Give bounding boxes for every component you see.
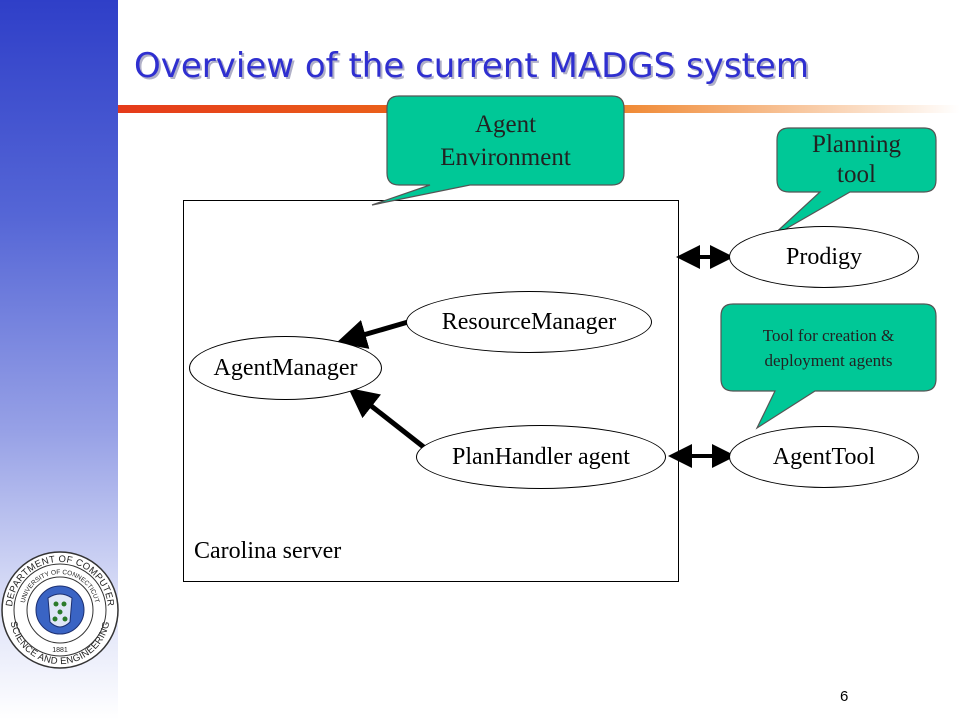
node-resource-manager: ResourceManager xyxy=(406,291,652,353)
node-agent-tool: AgentTool xyxy=(729,426,919,488)
arrow-planhandler-to-agentmanager xyxy=(348,387,432,454)
callout-line: Environment xyxy=(440,143,571,171)
callout-tool-creation-text: Tool for creation & deployment agents xyxy=(721,304,936,391)
arrow-resource-to-agentmanager xyxy=(336,319,409,349)
node-agent-manager: AgentManager xyxy=(189,336,382,400)
callout-line: Planning xyxy=(812,131,901,158)
node-prodigy: Prodigy xyxy=(729,226,919,288)
callout-line: Tool for creation & xyxy=(762,325,895,345)
page-number: 6 xyxy=(840,688,849,705)
callout-line: tool xyxy=(837,161,876,188)
university-seal-logo: DEPARTMENT OF COMPUTER SCIENCE AND ENGIN… xyxy=(1,551,119,669)
callout-planning-tool-text: Planning tool xyxy=(777,128,936,192)
callout-agent-environment-text: Agent Environment xyxy=(387,96,624,185)
node-plan-handler: PlanHandler agent xyxy=(416,425,666,489)
logo-year: 1881 xyxy=(52,647,68,654)
callout-agent-environment-shape xyxy=(371,95,625,206)
callout-tool-creation-shape xyxy=(720,303,937,430)
callout-planning-tool-shape xyxy=(769,127,937,239)
slide-title: Overview of the current MADGS system xyxy=(134,46,809,86)
callout-line: deployment agents xyxy=(764,350,893,370)
carolina-server-label: Carolina server xyxy=(194,538,342,564)
carolina-server-box xyxy=(183,200,679,582)
callout-line: Agent xyxy=(474,110,537,138)
